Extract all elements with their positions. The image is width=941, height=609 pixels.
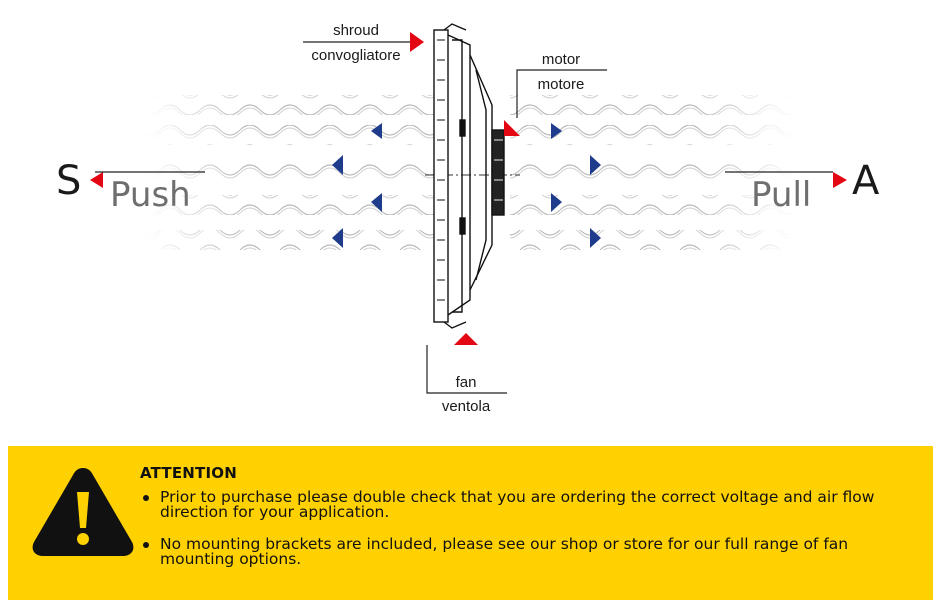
pull-red-arrow [833,172,847,188]
fan-label-it: ventola [442,398,491,415]
push-red-arrow [90,172,103,188]
leader-lines [95,41,833,394]
attention-title: ATTENTION [140,464,237,482]
pull-label: Pull [751,175,811,215]
fan-label: fan [456,374,477,391]
attention-list: Prior to purchase please double check th… [140,489,900,584]
shroud-label: shroud [333,22,379,39]
motor-label-it: motore [538,76,585,93]
list-item: Prior to purchase please double check th… [140,489,900,520]
motor-label: motor [542,51,580,68]
fan-cross-section [433,23,505,329]
shroud-arrow [410,32,424,52]
exhaust-letter: A [852,158,880,204]
airflow-waves-right [510,90,795,260]
attention-box: ATTENTION Prior to purchase please doubl… [8,446,933,600]
list-item: No mounting brackets are included, pleas… [140,536,900,567]
airflow-diagram: shroud convogliatore motor motore fan ve… [56,22,880,415]
blue-arrows-left [332,123,382,248]
suction-letter: S [56,158,81,204]
blue-arrows-right [551,123,601,248]
motor-arrow [504,120,520,136]
push-label: Push [110,175,191,215]
airflow-waves-left [145,90,435,260]
fan-arrow [454,333,478,345]
shroud-label-it: convogliatore [311,47,400,64]
warning-triangle-icon [32,468,134,556]
